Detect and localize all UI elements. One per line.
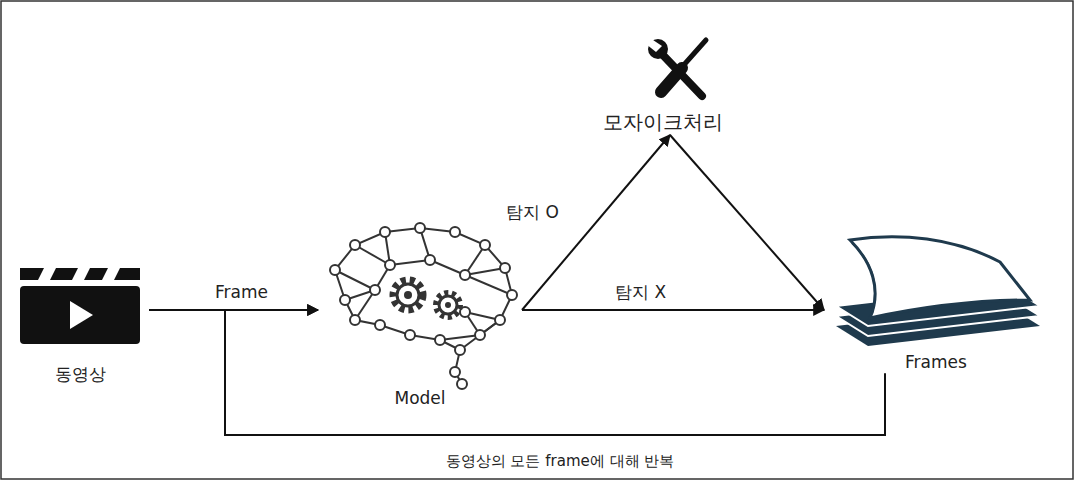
flow-arrow [522, 309, 824, 311]
node-label: 동영상 [11, 364, 149, 385]
flow-arrow [225, 310, 885, 435]
node-label: 모자이크처리 [581, 110, 744, 135]
edge-label: 탐지 O [503, 202, 562, 223]
edge-label: 탐지 X [612, 282, 669, 303]
edge-label: 동영상의 모든 frame에 대해 반복 [310, 452, 810, 471]
model-node: Model [318, 226, 522, 409]
node-label: Frames [824, 352, 1048, 373]
tools-icon [646, 38, 706, 96]
mosaic-node: 모자이크처리 [581, 36, 744, 135]
brain-icon [330, 223, 517, 389]
frames-icon [836, 237, 1040, 346]
video-icon [20, 268, 140, 344]
video-node: 동영상 [11, 262, 149, 385]
node-label: Model [318, 388, 522, 409]
edge-label: Frame [212, 282, 271, 303]
frames-node: Frames [824, 228, 1048, 373]
flow-arrow [670, 135, 824, 310]
